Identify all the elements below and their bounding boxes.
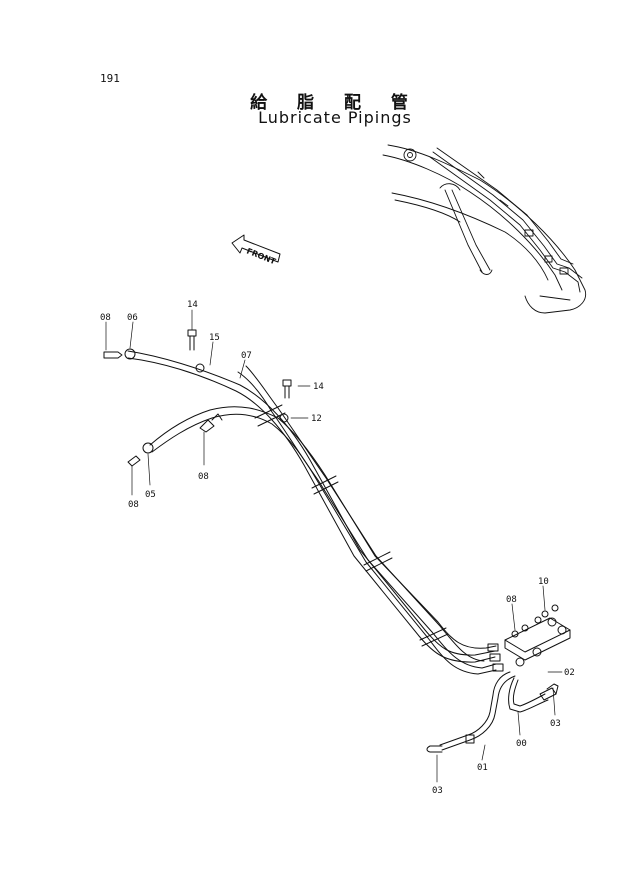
callout-03: 03 xyxy=(550,719,561,729)
front-direction-arrow: FRONT xyxy=(231,234,281,267)
callout-14: 14 xyxy=(187,300,198,310)
callout-10: 10 xyxy=(538,577,549,587)
callout-08: 08 xyxy=(198,472,209,482)
callout-14: 14 xyxy=(313,382,324,392)
callout-08: 08 xyxy=(506,595,517,605)
callout-07: 07 xyxy=(241,351,252,361)
callout-05: 05 xyxy=(145,490,156,500)
manifold-fittings xyxy=(487,604,571,672)
leader-lines xyxy=(105,309,563,783)
pipe-bundle xyxy=(103,329,497,675)
callout-15: 15 xyxy=(209,333,220,343)
callout-03: 03 xyxy=(432,786,443,796)
page-title-japanese: 給 脂 配 管 xyxy=(250,93,420,113)
branch-pipes xyxy=(426,671,559,753)
callout-02: 02 xyxy=(564,668,575,678)
page-title-english: Lubricate Pipings xyxy=(258,108,412,127)
boom-inset-drawing xyxy=(382,144,587,314)
callout-08: 08 xyxy=(100,313,111,323)
page-number: 191 xyxy=(100,72,120,85)
front-label: FRONT xyxy=(245,247,277,267)
callout-00: 00 xyxy=(516,739,527,749)
callout-06: 06 xyxy=(127,313,138,323)
callout-08: 08 xyxy=(128,500,139,510)
callout-labels: 08 06 14 15 07 14 12 08 05 08 10 08 02 0… xyxy=(100,300,575,796)
callout-12: 12 xyxy=(311,414,322,424)
callout-01: 01 xyxy=(477,763,488,773)
